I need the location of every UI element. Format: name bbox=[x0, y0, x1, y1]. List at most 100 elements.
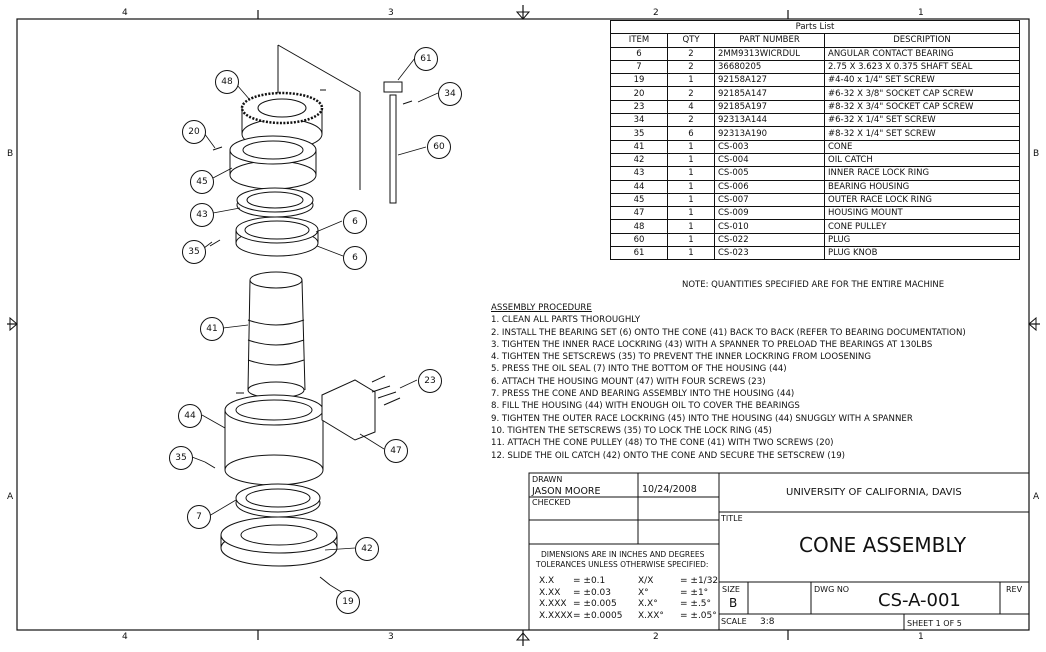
drawn-by: JASON MOORE bbox=[532, 486, 601, 497]
column-header: ITEM bbox=[610, 33, 668, 48]
balloon: 41 bbox=[200, 317, 224, 341]
dwg-no-label: DWG NO bbox=[814, 585, 850, 594]
tolerance-cell: = ±0.005 bbox=[573, 599, 617, 609]
parts-list-cell: 4 bbox=[667, 99, 715, 115]
procedure-step: 5. PRESS THE OIL SEAL (7) INTO THE BOTTO… bbox=[491, 364, 787, 375]
balloon: 61 bbox=[414, 47, 438, 71]
zone-label-right: B bbox=[1033, 149, 1040, 159]
tolerance-cell: = ±.5° bbox=[680, 599, 712, 609]
parts-list-cell: 41 bbox=[610, 139, 668, 154]
parts-list-cell: 1 bbox=[667, 152, 715, 168]
parts-list-cell: 60 bbox=[610, 232, 668, 248]
parts-list-cell: CS-003 bbox=[714, 139, 825, 154]
zone-label-bottom: 3 bbox=[388, 632, 394, 642]
procedure-step: 2. INSTALL THE BEARING SET (6) ONTO THE … bbox=[491, 327, 966, 338]
parts-list-cell: 19 bbox=[610, 73, 668, 88]
assembly-procedure: ASSEMBLY PROCEDURE 1. CLEAN ALL PARTS TH… bbox=[491, 302, 966, 462]
column-header: DESCRIPTION bbox=[824, 33, 1020, 48]
zone-label-left: A bbox=[7, 492, 14, 502]
parts-list-cell: PLUG bbox=[824, 232, 1020, 248]
parts-list-title: Parts List bbox=[610, 19, 1020, 35]
parts-list-cell: 1 bbox=[667, 139, 715, 154]
balloon: 45 bbox=[190, 170, 214, 194]
parts-list-cell: CS-005 bbox=[714, 166, 825, 181]
procedure-title: ASSEMBLY PROCEDURE bbox=[491, 303, 592, 313]
parts-list-cell: 6 bbox=[667, 126, 715, 141]
size-value: B bbox=[729, 596, 738, 610]
parts-list-cell: CONE PULLEY bbox=[824, 219, 1020, 234]
parts-list-cell: 92158A127 bbox=[714, 73, 825, 88]
parts-list-cell: ANGULAR CONTACT BEARING bbox=[824, 46, 1020, 61]
zone-label-top: 3 bbox=[388, 8, 394, 18]
parts-list-cell: 1 bbox=[667, 206, 715, 221]
procedure-step: 4. TIGHTEN THE SETSCREWS (35) TO PREVENT… bbox=[491, 352, 872, 363]
zone-label-bottom: 2 bbox=[653, 632, 659, 642]
zone-label-bottom: 4 bbox=[122, 632, 128, 642]
parts-list-cell: CS-004 bbox=[714, 152, 825, 168]
checked-label: CHECKED bbox=[532, 498, 571, 507]
parts-list-cell: 1 bbox=[667, 246, 715, 261]
parts-list-cell: CS-010 bbox=[714, 219, 825, 234]
parts-list-cell: 92185A197 bbox=[714, 99, 825, 115]
zone-label-top: 4 bbox=[122, 8, 128, 18]
drawn-label: DRAWN bbox=[532, 475, 563, 484]
parts-list-cell: 1 bbox=[667, 179, 715, 194]
tolerance-cell: X/X bbox=[638, 576, 654, 586]
zone-label-bottom: 1 bbox=[918, 632, 924, 642]
parts-list-cell: 44 bbox=[610, 179, 668, 194]
balloon: 35 bbox=[169, 446, 193, 470]
parts-list-cell: 43 bbox=[610, 166, 668, 181]
parts-list-cell: 92313A190 bbox=[714, 126, 825, 141]
balloon: 47 bbox=[384, 439, 408, 463]
parts-list-table: Parts List ITEM QTY PART NUMBER DESCRIPT… bbox=[610, 19, 1020, 261]
procedure-step: 11. ATTACH THE CONE PULLEY (48) TO THE C… bbox=[491, 438, 834, 449]
tolerance-cell: X.X° bbox=[638, 599, 658, 609]
parts-list-cell: 47 bbox=[610, 206, 668, 221]
scale-value: 3:8 bbox=[760, 617, 775, 627]
parts-list-cell: 1 bbox=[667, 73, 715, 88]
zone-label-left: B bbox=[7, 149, 14, 159]
size-label: SIZE bbox=[722, 585, 740, 594]
procedure-step: 1. CLEAN ALL PARTS THOROUGHLY bbox=[491, 315, 641, 326]
balloon: 42 bbox=[355, 537, 379, 561]
parts-list-cell: 1 bbox=[667, 192, 715, 208]
parts-list-cell: 48 bbox=[610, 219, 668, 234]
balloon: 7 bbox=[187, 505, 211, 529]
scale-label: SCALE bbox=[721, 617, 747, 626]
parts-list-cell: 20 bbox=[610, 86, 668, 101]
parts-list-cell: #6-32 X 3/8" SOCKET CAP SCREW bbox=[824, 86, 1020, 101]
balloon: 6 bbox=[343, 246, 367, 270]
parts-list-cell: #4-40 x 1/4" SET SCREW bbox=[824, 73, 1020, 88]
tolerance-cell: = ±.05° bbox=[680, 610, 717, 621]
parts-list-cell: 2MM9313WICRDUL bbox=[714, 46, 825, 61]
tolerances-note: TOLERANCES UNLESS OTHERWISE SPECIFIED: bbox=[536, 560, 709, 569]
parts-list-cell: 2 bbox=[667, 113, 715, 128]
balloon: 60 bbox=[427, 135, 451, 159]
parts-list-cell: CS-022 bbox=[714, 232, 825, 248]
procedure-step: 9. TIGHTEN THE OUTER RACE LOCKRING (45) … bbox=[491, 413, 913, 424]
parts-list-cell: PLUG KNOB bbox=[824, 246, 1020, 261]
zone-label-top: 1 bbox=[918, 8, 924, 18]
parts-list-cell: 1 bbox=[667, 232, 715, 248]
parts-list-note: NOTE: QUANTITIES SPECIFIED ARE FOR THE E… bbox=[682, 280, 945, 290]
tolerance-cell: = ±1/32 bbox=[680, 576, 719, 586]
tolerance-cell: X.XXXX bbox=[539, 610, 573, 621]
parts-list-cell: CS-009 bbox=[714, 206, 825, 221]
parts-list-cell: 6 bbox=[610, 46, 668, 61]
parts-list-cell: #8-32 X 1/4" SET SCREW bbox=[824, 126, 1020, 141]
dwg-no-value: CS-A-001 bbox=[878, 590, 961, 611]
dimensions-note: DIMENSIONS ARE IN INCHES AND DEGREES bbox=[541, 550, 705, 559]
